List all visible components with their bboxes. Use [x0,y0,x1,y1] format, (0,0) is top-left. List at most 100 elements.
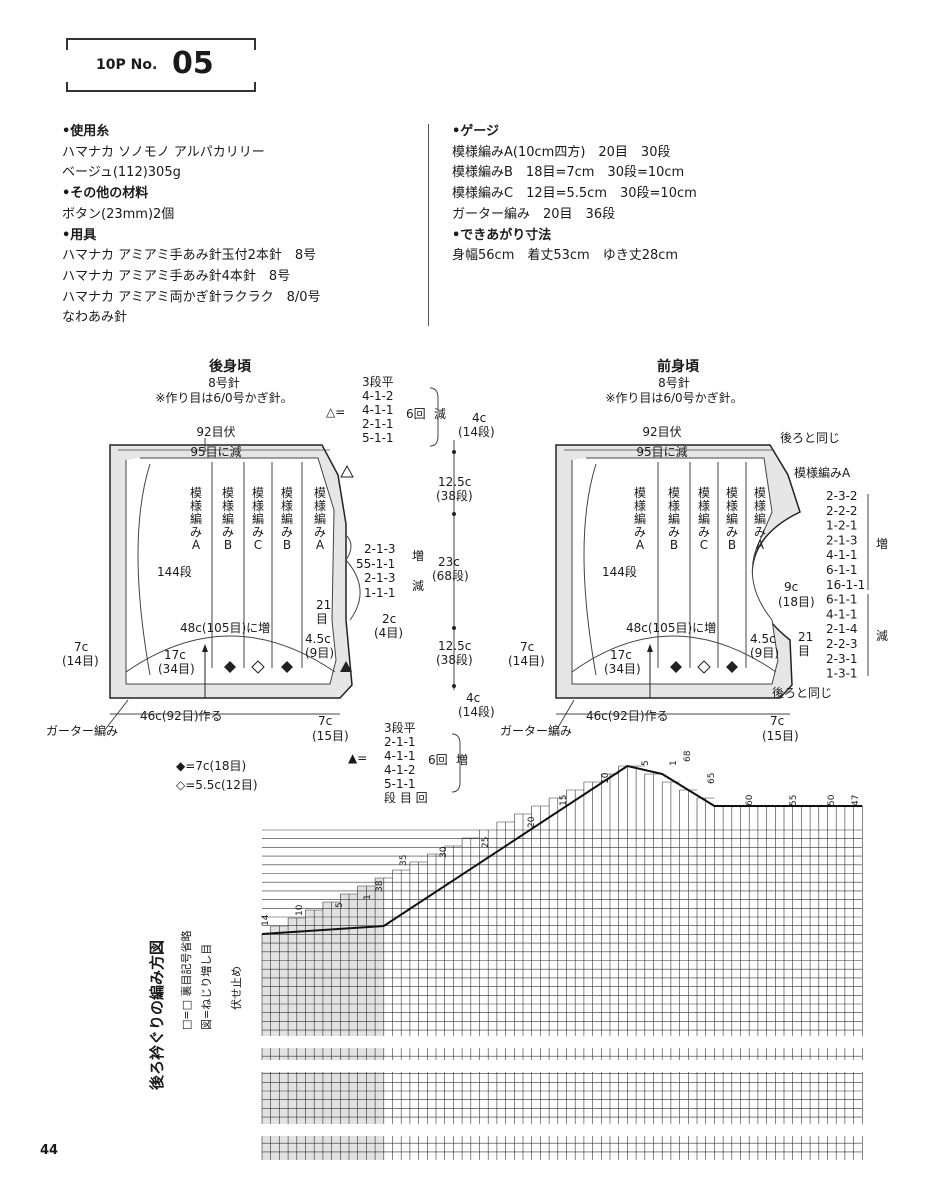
neck-sequence-item: 16-1-1 [826,578,865,592]
pattern-column-char: B [728,538,736,552]
back-garter: ガーター編み [46,723,118,738]
pattern-column-char: 編 [634,511,646,526]
front-bind-off: 92目伏 [642,425,681,439]
pattern-column-char: 模 [252,486,264,500]
pattern-column-char: 模 [634,486,646,500]
section-line: ハマナカ アミアミ手あみ針玉付2本針 8号 [62,248,317,264]
front-mid-34: (34目) [604,662,641,676]
front-bottom-7c: 7c [770,714,784,728]
chart-column-number: 20 [527,816,537,828]
section-line: ボタン(23mm)2個 [62,206,175,222]
tri-line: 2-1-1 [384,735,416,749]
chart-shaded-column [349,894,358,1160]
column-divider [428,124,429,326]
pattern-column-char: 様 [252,499,264,513]
pattern-column-char: み [634,525,646,539]
front-title: 前身頃 [657,358,700,375]
back-title: 後身頃 [209,358,252,375]
dimension-label: (14段) [458,424,495,439]
tri-line: 4-1-2 [384,763,416,777]
back-seq-3: 2-1-3 [364,571,396,585]
section-line: 模様編みB 18目=7cm 30段=10cm [452,165,685,181]
neck-sequence-item: 2-1-4 [826,622,858,636]
pattern-column-char: み [726,525,738,539]
tri-line: 段 目 回 [384,790,428,805]
back-seq-1: 2-1-3 [364,542,396,556]
pattern-column-char: 様 [634,499,646,513]
front-neck-9c: 9c [784,580,798,594]
chart-column-number: 15 [559,795,569,806]
chart-column-number: 38 [375,880,385,892]
section-heading: •使用糸 [62,124,110,139]
back-seq-2: 55-1-1 [356,557,395,571]
neck-sequence-item: 6-1-1 [826,593,858,607]
chart-shaded-column [357,886,367,1160]
specs-list: •ゲージ模様編みA(10cm四方) 20目 30段模様編みB 18目=7cm 3… [452,122,697,267]
chart-title: 後ろ衿ぐりの編み方図 [148,940,166,1091]
section-line: ハマナカ アミアミ両かぎ針ラクラク 8/0号 [62,289,321,305]
chart-column-number: 5 [335,902,345,908]
back-left-7c: 7c [74,640,88,654]
pattern-column-char: 編 [190,511,202,526]
section-line: ハマナカ アミアミ手あみ針4本針 8号 [62,268,291,284]
front-left-14: (14目) [508,654,545,668]
back-right-4: (4目) [374,626,403,640]
front-pattern-a-label: 模様編みA [794,465,851,480]
chart-legend-purl: □=□ 裏目記号省略 [179,931,193,1031]
neck-sequence-item: 2-1-3 [826,533,858,547]
dimension-label: (14段) [458,704,495,719]
title-box [66,38,256,92]
front-mid-17c: 17c [610,648,632,662]
front-bottom-15: (15目) [762,729,799,743]
back-mid-34: (34目) [158,662,195,676]
tri-bracket [451,733,461,793]
pattern-column-char: 模 [754,486,766,500]
tri-label: △= [326,405,345,419]
back-increase-48: 48c(105目)に増 [180,621,270,635]
pattern-column-char: 模 [281,486,293,500]
chart-legend-twist: 図=ねじり増し目 [200,944,213,1030]
center-dimension-column [452,440,456,690]
pattern-column-char: 編 [281,511,293,526]
tri-increase-legend: ▲=3段平2-1-14-1-14-1-25-1-1段 目 回6回増 [348,720,468,805]
front-cast-on: 46c(92目)作る [586,709,669,723]
chart-column-number: 1 [669,760,679,766]
title-prefix: 10P No. [96,57,158,73]
front-marks [670,660,738,674]
section-heading: •できあがり寸法 [452,227,552,243]
section-line: 模様編みA(10cm四方) 20目 30段 [452,144,671,160]
chart-row-gap [258,1124,867,1136]
back-mid-17c: 17c [164,648,186,662]
section-line: ハマナカ ソノモノ アルパカリリー [62,144,265,160]
center-dimension-labels: 4c(14段)12.5c(38段)23c(68段)12.5c(38段)4c(14… [432,411,495,719]
chart-shaded-column [314,910,323,1160]
back-left-14: (14目) [62,654,99,668]
neck-sequence-item: 4-1-1 [826,607,858,621]
tri-line: 4-1-1 [384,749,416,763]
chart-shaded-column [322,902,332,1160]
tri-line: 4-1-1 [362,403,394,417]
section-heading: •用具 [62,227,97,243]
pattern-column-char: 様 [698,499,710,513]
chart-outline [261,764,863,935]
back-right-21: 21 [316,598,331,612]
back-decrease-95: 95目に減 [190,444,241,459]
pattern-column-char: 模 [190,486,202,500]
tri-kind: 減 [434,406,446,421]
neck-sequence-item: 6-1-1 [826,563,858,577]
chart-column-number: 30 [439,846,449,858]
front-increase-48: 48c(105目)に増 [626,621,716,635]
back-right-2c: 2c [382,612,396,626]
chart-column-number: 14 [261,914,271,926]
pattern-column-char: 模 [726,486,738,500]
front-right-me: 目 [798,644,810,658]
section-heading: •その他の材料 [62,186,149,202]
pattern-column-char: 編 [252,511,264,526]
pattern-column-char: 編 [754,511,766,526]
back-seq-dec: 減 [412,578,424,593]
legend-diamond-black: ◆=7c(18目) [176,759,246,773]
pattern-column-char: み [222,525,234,539]
neck-sequence-item: 2-3-2 [826,489,858,503]
pattern-column-char: 様 [281,499,293,513]
